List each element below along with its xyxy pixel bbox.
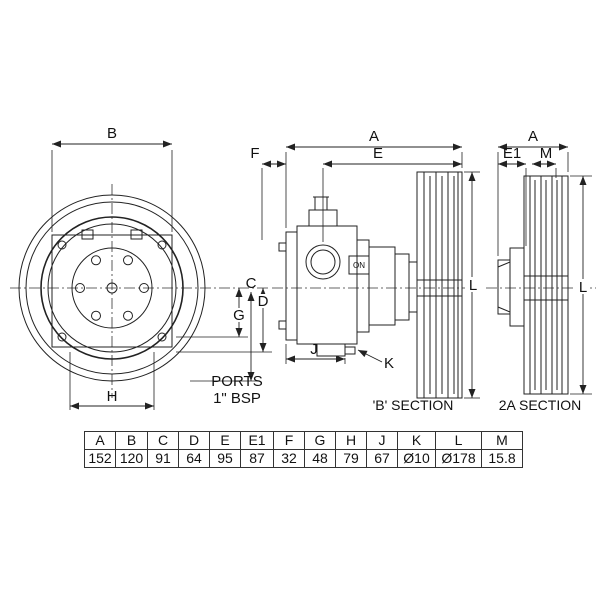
port-outer [305,244,341,280]
hub-circle [71,247,153,329]
table-value-row: 152 120 91 64 95 87 32 48 79 67 Ø10 Ø178… [84,449,523,468]
mounting-plate-outline [51,234,173,348]
table-header-cell: G [304,431,336,450]
drain-plug [344,346,356,355]
table-header-cell: D [178,431,210,450]
pump-body [296,225,358,345]
b-section-title: 'B' SECTION [373,397,454,413]
table-header-cell: E1 [240,431,274,450]
flange-bolt-hole [139,283,149,293]
table-header-cell: F [273,431,305,450]
table-header-cell: C [147,431,179,450]
table-value-cell: 48 [304,449,336,468]
shaft-center [106,282,118,294]
technical-drawing: B H C D G PORTS 1" BSP [10,125,596,413]
dim-label-f: F [250,145,259,162]
pump-flange [285,231,298,341]
table-header-cell: J [366,431,398,450]
dim-label-a: A [369,128,379,145]
corner-bolt [57,240,67,250]
table-header-cell: H [335,431,367,450]
dim-label-g: G [233,307,245,324]
corner-bolt [57,332,67,342]
flange-bolt-hole [123,255,133,266]
clutch-spacer [394,253,410,321]
table-value-cell: 152 [84,449,116,468]
table-value-cell: 64 [178,449,210,468]
table-value-cell: 87 [240,449,274,468]
table-value-cell: Ø178 [435,449,482,468]
flange-bolt-hole [91,255,101,266]
table-header-cell: L [435,431,482,450]
dim-label-c: C [246,275,257,292]
corner-bolt [157,240,167,250]
ports-note-line1: PORTS [211,373,262,390]
top-bolt [314,196,328,211]
shaft-hub [509,247,525,327]
top-bolt-head [130,229,143,240]
front-view [10,184,270,398]
dim-label-e1: E1 [503,145,521,162]
adapter-plate [356,239,370,333]
corner-bolt [157,332,167,342]
b-section-view: ON [272,171,480,399]
base-foot [316,343,346,357]
flange-bolt [278,242,287,252]
shaft-end [497,259,511,315]
table-header-cell: B [115,431,148,450]
top-bolt-head [81,229,94,240]
pulley-outer-circle [18,194,206,382]
dim-label-j: J [310,341,318,358]
table-value-cell: 15.8 [481,449,523,468]
table-value-cell: 67 [366,449,398,468]
table-value-cell: 79 [335,449,367,468]
b-section-dimensions: A E F J K L 'B' SECTION [250,128,480,413]
dim-label-k: K [384,355,394,372]
dimension-table: A B C D E E1 F G H J K L M 152 120 91 64… [84,431,523,468]
pulley-hub [408,261,418,313]
flange-bolt [278,320,287,330]
clutch-coil-housing [368,246,396,326]
table-value-cell: Ø10 [397,449,436,468]
pulley-inner-circle [47,223,177,353]
flange-bolt-hole [91,310,101,321]
dim-label-d: D [258,293,269,310]
dim-label-m: M [540,145,553,162]
flange-bolt-hole [123,310,133,321]
dim-label-l2: L [579,279,587,296]
table-header-cell: K [397,431,436,450]
ports-note-line2: 1" BSP [213,390,261,407]
dim-label-e: E [373,145,383,162]
clutch-on-label: ON [353,261,365,270]
port-inner [310,249,336,275]
table-value-cell: 91 [147,449,179,468]
dim-label-h: H [107,388,118,405]
section-2a-view [486,175,596,395]
table-header-cell: E [209,431,241,450]
b-pulley-outline [416,171,463,399]
dim-label-a2: A [528,128,538,145]
pulley-groove-circle [40,216,184,360]
table-value-cell: 32 [273,449,305,468]
table-value-cell: 95 [209,449,241,468]
table-header-cell: A [84,431,116,450]
table-header-row: A B C D E E1 F G H J K L M [84,431,523,450]
front-view-dimensions: B H C D G PORTS 1" BSP [51,125,272,410]
dim-label-l: L [469,277,477,294]
2a-pulley-outline [523,175,569,395]
section-2a-title: 2A SECTION [499,397,581,413]
table-value-cell: 120 [115,449,148,468]
dim-label-b: B [107,125,117,142]
pulley-rim-circle [25,201,199,375]
table-header-cell: M [481,431,523,450]
section-2a-dimensions: A E1 M L 2A SECTION [497,128,592,413]
flange-bolt-hole [75,283,85,293]
